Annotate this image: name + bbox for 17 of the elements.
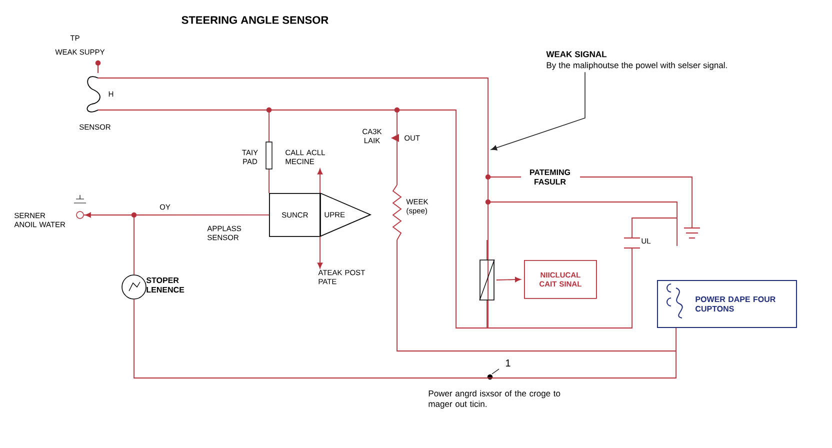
arrow: [317, 236, 323, 268]
info-box: POWER DAPE FOUR CUPTONS: [657, 280, 797, 328]
leader-arrow: [490, 72, 586, 150]
arrow: [496, 276, 521, 282]
gauge-circle: [122, 274, 146, 300]
arrow: [85, 212, 270, 218]
wire: [134, 298, 676, 378]
wire: [83, 214, 134, 276]
title: STEERING ANGLE SENSOR: [182, 16, 328, 24]
callout-number: 1: [506, 360, 510, 366]
node-caption: STOPER LENENCE: [146, 277, 184, 293]
note-text: Power angrd isxsor of the croge to mager out ticin.: [428, 390, 560, 409]
arrow: [317, 168, 323, 194]
callout-text: WEAK SIGNAL By the maliphoutse the powel with selser signal.: [546, 51, 727, 70]
relay-coil: [479, 259, 495, 301]
terminal-circle: [76, 211, 84, 219]
circuit-label: PATEMING FASULR: [530, 169, 570, 185]
